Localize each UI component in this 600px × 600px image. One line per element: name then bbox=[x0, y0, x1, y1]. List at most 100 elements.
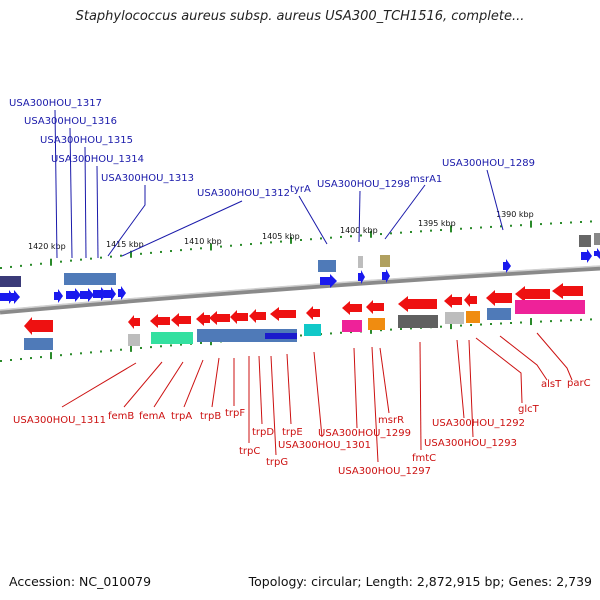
label-parc: parC bbox=[567, 378, 591, 389]
scale-tick-bottom-34 bbox=[340, 331, 342, 334]
scale-tick-bottom-46 bbox=[460, 324, 462, 327]
label-fema: femA bbox=[139, 411, 165, 422]
label-trpg: trpG bbox=[266, 457, 288, 468]
scale-tick-top-57 bbox=[570, 221, 572, 224]
label-usa300hou-1314: USA300HOU_1314 bbox=[51, 154, 144, 165]
genome-backbone bbox=[0, 265, 600, 315]
label-trpe: trpE bbox=[282, 427, 303, 438]
label-msrr: msrR bbox=[378, 415, 404, 426]
scale-tick-top-18 bbox=[180, 249, 182, 252]
scale-label-1420: 1420 kbp bbox=[28, 242, 66, 251]
label-usa300hou-1293: USA300HOU_1293 bbox=[424, 438, 517, 449]
scale-tick-top-56 bbox=[560, 222, 562, 225]
label-trpb: trpB bbox=[200, 411, 221, 422]
scale-tick-top-9 bbox=[90, 257, 92, 260]
scale-tick-top-12 bbox=[120, 254, 122, 257]
scale-tick-top-44 bbox=[440, 229, 442, 232]
scale-tick-top-47 bbox=[470, 227, 472, 230]
scale-tick-top-31 bbox=[310, 238, 312, 241]
label-usa300hou-1317: USA300HOU_1317 bbox=[9, 98, 102, 109]
scale-tick-bottom-39 bbox=[390, 328, 392, 331]
scale-ticks-bottom bbox=[0, 318, 592, 362]
scale-tick-top-58 bbox=[580, 220, 582, 223]
scale-label-1415: 1415 kbp bbox=[106, 240, 144, 249]
scale-tick-bottom-2 bbox=[20, 358, 22, 361]
scale-tick-top-2 bbox=[20, 264, 22, 267]
scale-tick-top-36 bbox=[360, 234, 362, 237]
scale-tick-bottom-38 bbox=[380, 329, 382, 332]
scale-tick-top-20 bbox=[200, 247, 202, 250]
label-femb: femB bbox=[108, 411, 134, 422]
scale-tick-top-10 bbox=[100, 256, 102, 259]
scale-tick-top-37 bbox=[370, 230, 372, 238]
label-usa300hou-1299: USA300HOU_1299 bbox=[318, 428, 411, 439]
scale-tick-bottom-57 bbox=[570, 319, 572, 322]
scale-tick-bottom-10 bbox=[100, 350, 102, 353]
scale-tick-top-0 bbox=[0, 267, 2, 269]
label-usa300hou-1311: USA300HOU_1311 bbox=[13, 415, 106, 426]
label-usa300hou-1301: USA300HOU_1301 bbox=[278, 440, 371, 451]
scale-tick-bottom-15 bbox=[150, 346, 152, 349]
label-trpd: trpD bbox=[252, 427, 274, 438]
scale-tick-top-17 bbox=[170, 250, 172, 253]
scale-tick-bottom-37 bbox=[370, 326, 372, 334]
scale-tick-bottom-58 bbox=[580, 318, 582, 321]
scale-tick-top-13 bbox=[130, 250, 132, 258]
scale-tick-top-33 bbox=[330, 236, 332, 239]
scale-label-1390: 1390 kbp bbox=[496, 210, 534, 219]
label-usa300hou-1298: USA300HOU_1298 bbox=[317, 179, 410, 190]
accession-text: Accession: NC_010079 bbox=[9, 574, 152, 589]
scale-tick-bottom-14 bbox=[140, 346, 142, 349]
scale-tick-top-15 bbox=[150, 251, 152, 254]
label-msra1: msrA1 bbox=[410, 174, 442, 185]
scale-label-1405: 1405 kbp bbox=[262, 232, 300, 241]
label-glct: glcT bbox=[518, 404, 540, 415]
scale-tick-top-1 bbox=[10, 265, 12, 268]
forward-gene-arrows bbox=[0, 248, 600, 304]
scale-tick-top-29 bbox=[290, 236, 292, 244]
scale-tick-top-6 bbox=[60, 260, 62, 263]
scale-tick-top-28 bbox=[280, 240, 282, 243]
scale-tick-top-11 bbox=[110, 255, 112, 258]
map-title: Staphylococcus aureus subsp. aureus USA3… bbox=[75, 9, 525, 24]
scale-tick-top-34 bbox=[340, 235, 342, 238]
scale-tick-bottom-52 bbox=[520, 321, 522, 324]
scale-tick-bottom-8 bbox=[80, 352, 82, 355]
scale-tick-top-55 bbox=[550, 222, 552, 225]
scale-tick-bottom-56 bbox=[560, 319, 562, 322]
scale-tick-bottom-12 bbox=[120, 348, 122, 351]
scale-tick-top-4 bbox=[40, 262, 42, 265]
scale-tick-top-25 bbox=[250, 243, 252, 246]
scale-tick-top-46 bbox=[460, 227, 462, 230]
scale-tick-top-14 bbox=[140, 252, 142, 255]
scale-tick-bottom-45 bbox=[450, 322, 452, 330]
genome-summary-text: Topology: circular; Length: 2,872,915 bp… bbox=[248, 574, 592, 589]
scale-tick-top-38 bbox=[380, 233, 382, 236]
scale-tick-bottom-33 bbox=[330, 332, 332, 335]
scale-tick-bottom-17 bbox=[170, 344, 172, 347]
label-fmtc: fmtC bbox=[412, 453, 436, 464]
label-usa300hou-1316: USA300HOU_1316 bbox=[24, 116, 117, 127]
scale-tick-top-22 bbox=[220, 245, 222, 248]
forward-gene-blocks bbox=[0, 233, 600, 287]
bottom-callouts bbox=[61, 332, 573, 463]
scale-tick-top-52 bbox=[520, 224, 522, 227]
label-usa300hou-1315: USA300HOU_1315 bbox=[40, 135, 133, 146]
scale-tick-top-19 bbox=[190, 248, 192, 251]
scale-tick-bottom-7 bbox=[70, 353, 72, 356]
scale-tick-top-26 bbox=[260, 242, 262, 245]
scale-tick-bottom-13 bbox=[130, 344, 132, 352]
scale-tick-bottom-51 bbox=[510, 322, 512, 325]
label-trpf: trpF bbox=[225, 408, 245, 419]
scale-tick-top-8 bbox=[80, 258, 82, 261]
scale-label-1410: 1410 kbp bbox=[184, 237, 222, 246]
label-usa300hou-1313: USA300HOU_1313 bbox=[101, 173, 194, 184]
scale-tick-top-35 bbox=[350, 235, 352, 238]
scale-label-1395: 1395 kbp bbox=[418, 219, 456, 228]
label-trpa: trpA bbox=[171, 411, 192, 422]
scale-tick-top-45 bbox=[450, 225, 452, 233]
scale-tick-bottom-1 bbox=[10, 359, 12, 362]
top-callouts bbox=[54, 109, 504, 259]
scale-tick-bottom-55 bbox=[550, 320, 552, 323]
